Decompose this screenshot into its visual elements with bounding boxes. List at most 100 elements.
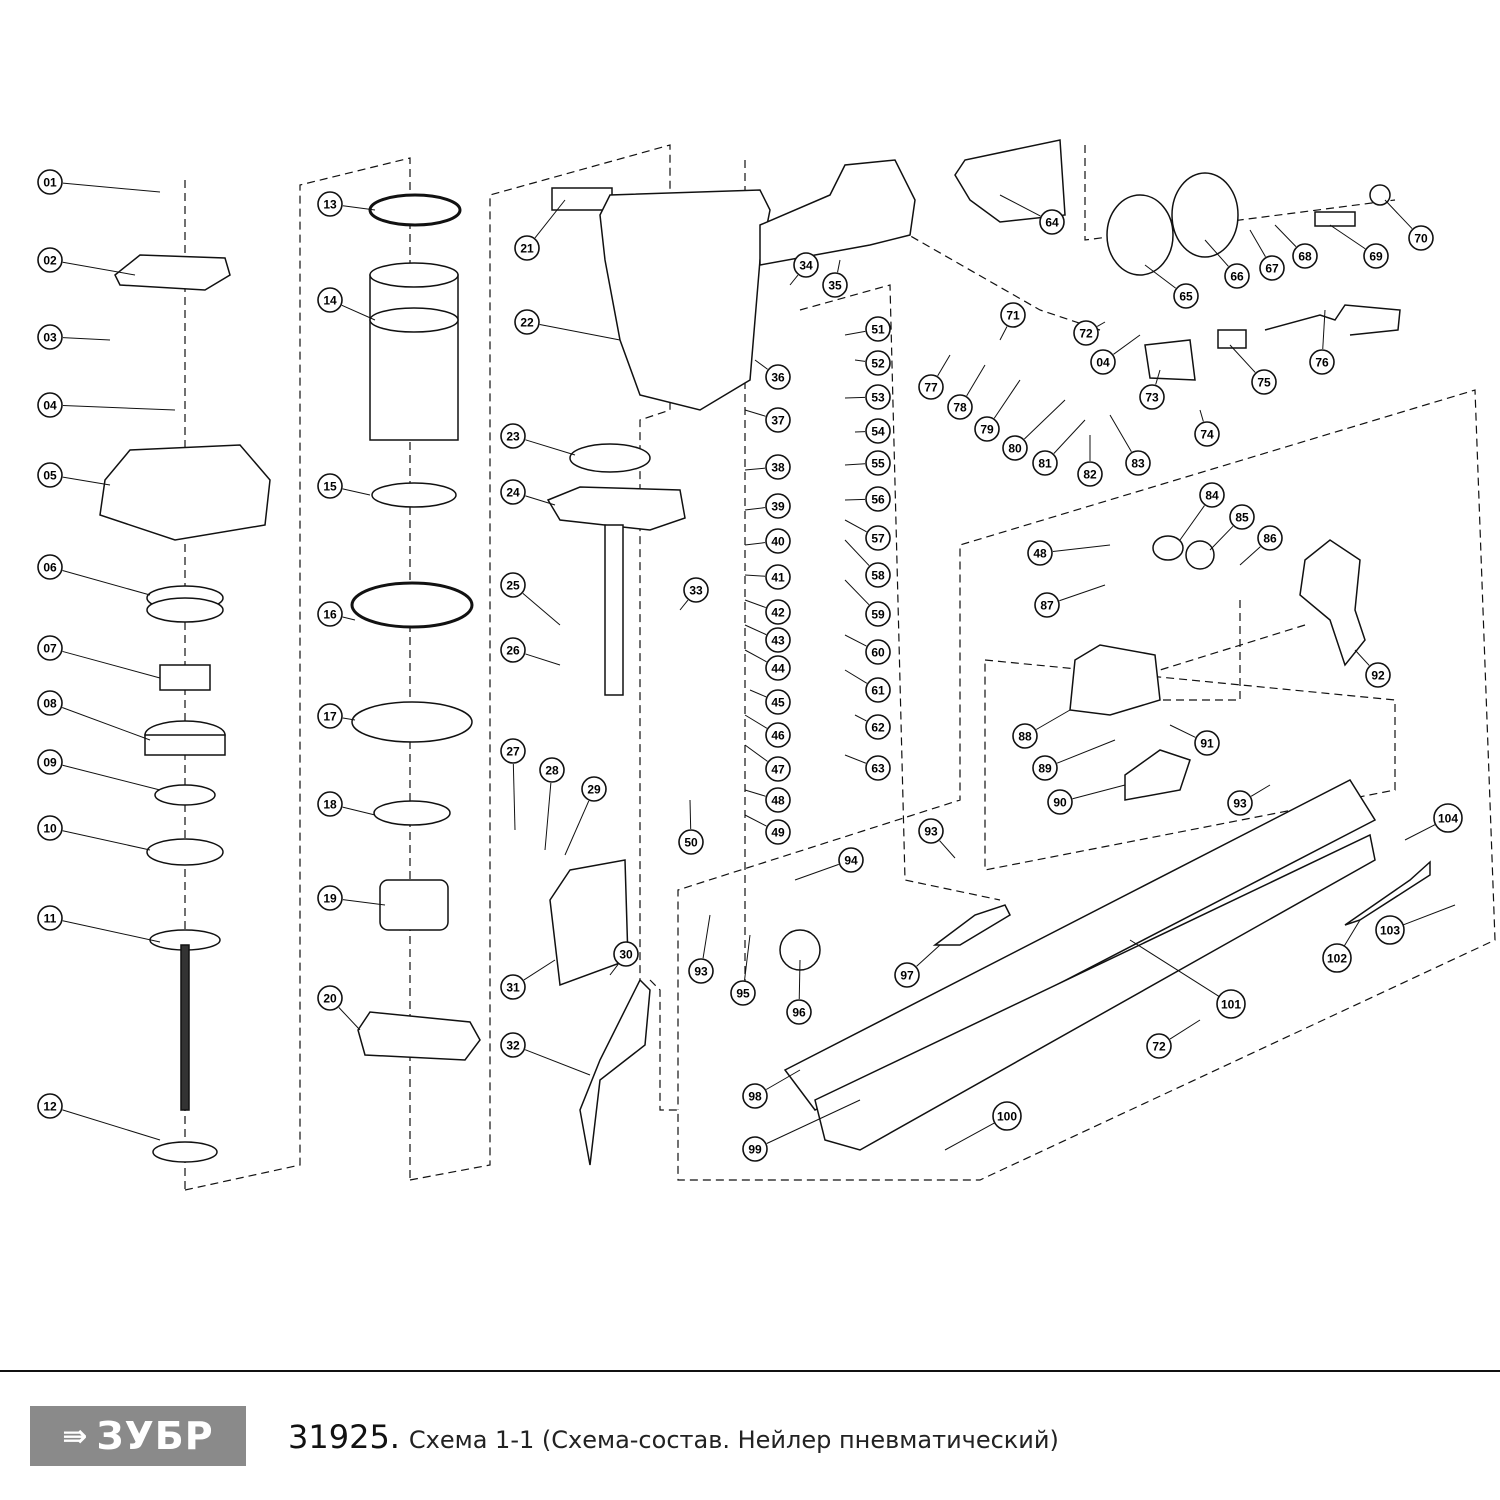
label-circle [1039,209,1065,235]
leader-line-32 [524,1049,591,1076]
label-number: 98 [748,1090,762,1104]
leader-line-95 [744,934,751,981]
part-label-62: 62 [865,714,891,740]
part-75-spring [1217,329,1247,349]
part-label-41: 41 [765,564,791,590]
leader-line-46 [744,714,768,729]
part-label-08: 08 [37,690,63,716]
leader-line-38 [744,467,766,471]
part-label-02: 02 [37,247,63,273]
label-number: 52 [871,357,885,371]
part-label-63: 63 [865,755,891,781]
label-circle [500,479,526,505]
label-circle [1034,592,1060,618]
leader-line-15 [342,488,371,496]
part-label-103: 103 [1375,915,1405,945]
label-circle [37,905,63,931]
label-number: 78 [953,401,967,415]
label-circle [37,392,63,418]
leader-line-29 [564,800,590,856]
leader-line-07 [62,650,161,679]
label-circle [1257,525,1283,551]
label-number: 23 [506,430,520,444]
label-number: 54 [871,425,885,439]
label-circle [1032,755,1058,781]
leader-line-23 [525,439,576,456]
part-label-04: 04 [1090,349,1116,375]
label-number: 93 [1233,797,1247,811]
leader-line-39 [744,507,766,511]
label-circle [317,885,343,911]
part-label-26: 26 [500,637,526,663]
leader-line-61 [844,669,868,684]
part-label-15: 15 [317,473,343,499]
part-label-04: 04 [37,392,63,418]
label-number: 84 [1205,489,1219,503]
part-label-48: 48 [1027,540,1053,566]
leader-line-69 [1329,224,1366,250]
leader-line-102 [1343,919,1361,948]
part-label-59: 59 [865,601,891,627]
part-label-47: 47 [765,756,791,782]
label-number: 43 [771,634,785,648]
label-number: 42 [771,606,785,620]
part-13-ring [368,193,462,227]
part-14-cylinder [369,274,459,441]
label-number: 63 [871,762,885,776]
leader-line-48 [1052,544,1111,553]
label-number: 70 [1414,232,1428,246]
label-circle [765,564,791,590]
leader-line-05 [62,476,111,486]
label-number: 69 [1369,250,1383,264]
leader-line-72 [1169,1019,1201,1040]
part-32-contact-arm [579,978,651,1166]
brand-name: ЗУБР [96,1414,214,1458]
part-label-95: 95 [730,980,756,1006]
leader-line-71 [999,326,1008,341]
label-circle [786,999,812,1025]
label-circle [37,462,63,488]
label-circle [865,384,891,410]
part-label-48: 48 [765,787,791,813]
part-88-cover [1069,644,1161,716]
part-label-07: 07 [37,635,63,661]
label-circle [765,627,791,653]
part-85-knob [1185,540,1215,570]
label-circle [1199,482,1225,508]
leader-line-104 [1404,823,1437,841]
part-label-57: 57 [865,525,891,551]
label-number: 39 [771,500,785,514]
part-15-o-ring [371,482,457,508]
label-number: 48 [771,794,785,808]
label-circle [1227,790,1253,816]
label-number: 22 [520,316,534,330]
label-circle [865,714,891,740]
label-number: 37 [771,414,785,428]
part-label-54: 54 [865,418,891,444]
part-label-80: 80 [1002,435,1028,461]
leader-line-43 [744,624,767,636]
part-90-latch [1124,749,1191,801]
part-label-44: 44 [765,655,791,681]
part-label-60: 60 [865,639,891,665]
part-label-56: 56 [865,486,891,512]
part-07-valve [159,664,211,691]
leader-line-01 [62,182,161,193]
leader-line-86 [1239,546,1261,566]
part-label-71: 71 [1000,302,1026,328]
leader-line-91 [1169,724,1196,738]
part-label-23: 23 [500,423,526,449]
leader-line-48 [744,789,766,797]
part-label-13: 13 [317,191,343,217]
part-label-100: 100 [992,1101,1022,1131]
label-circle [838,847,864,873]
part-22-housing [599,189,771,411]
label-circle [793,252,819,278]
label-number: 102 [1327,952,1347,966]
part-64-grip [954,139,1066,223]
part-label-28: 28 [539,757,565,783]
leader-line-75 [1229,344,1256,373]
part-99-magazine-channel [814,833,1376,1151]
part-label-68: 68 [1292,243,1318,269]
label-number: 73 [1145,391,1159,405]
